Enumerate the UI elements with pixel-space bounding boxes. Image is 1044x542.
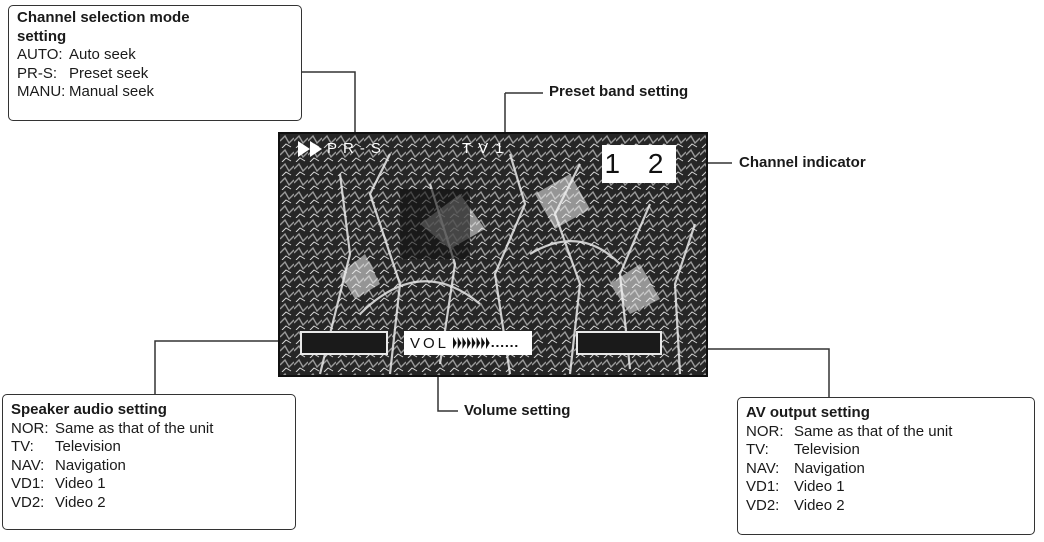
speaker-audio-title: Speaker audio setting <box>11 401 167 418</box>
mode-value: Manual seek <box>69 83 155 100</box>
speaker-audio-callout: Speaker audio setting NOR: Same as that o… <box>2 394 296 530</box>
list-item: PR-S: Preset seek <box>17 65 293 84</box>
volume-step-filled <box>457 337 462 349</box>
osd-mode-indicator: PR-S <box>298 140 387 157</box>
volume-step-filled <box>467 337 471 349</box>
speaker-value: Television <box>55 438 121 455</box>
osd-speaker-box <box>300 331 388 355</box>
osd-band-text: TV1 <box>462 140 511 157</box>
av-value: Navigation <box>794 459 865 477</box>
speaker-value: Navigation <box>55 456 126 474</box>
osd-av-output-box <box>576 331 662 355</box>
osd-volume-box: VOL <box>404 331 532 355</box>
volume-step-filled <box>476 337 481 349</box>
channel-mode-title-line2: setting <box>17 27 67 45</box>
speaker-key: NOR: <box>11 419 49 437</box>
av-output-callout: AV output setting NOR: Same as that of th… <box>737 397 1035 535</box>
av-value: Video 1 <box>794 478 845 495</box>
list-item: TV: Television <box>11 438 287 457</box>
list-item: NOR: Same as that of the unit <box>11 420 287 439</box>
mode-key: MANU: <box>17 83 66 100</box>
list-item: NAV: Navigation <box>746 460 1026 479</box>
speaker-value: Same as that of the unit <box>55 419 214 437</box>
volume-step-filled <box>471 337 476 349</box>
channel-mode-title-line1: Channel selection mode <box>17 9 190 26</box>
list-item: NOR: Same as that of the unit <box>746 423 1026 442</box>
av-value: Same as that of the unit <box>794 422 953 440</box>
speaker-key: NAV: <box>11 456 45 474</box>
volume-setting-label: Volume setting <box>464 402 571 419</box>
volume-step-empty <box>510 345 513 347</box>
volume-step-empty <box>515 345 518 347</box>
av-key: NOR: <box>746 422 784 440</box>
av-key: TV: <box>746 441 769 458</box>
list-item: VD2: Video 2 <box>11 494 287 513</box>
speaker-value: Video 2 <box>55 493 106 511</box>
list-item: AUTO: Auto seek <box>17 46 293 65</box>
av-key: VD2: <box>746 496 780 514</box>
av-key: VD1: <box>746 478 780 495</box>
osd-mode-text: PR-S <box>327 140 387 157</box>
osd-volume-text: VOL <box>410 334 450 352</box>
av-key: NAV: <box>746 459 780 477</box>
list-item: TV: Television <box>746 441 1026 460</box>
channel-mode-callout: Channel selection mode setting AUTO: Auto… <box>8 5 302 121</box>
volume-step-empty <box>491 345 494 347</box>
volume-step-filled <box>453 337 457 349</box>
av-value: Television <box>794 441 860 458</box>
list-item: NAV: Navigation <box>11 457 287 476</box>
volume-step-filled <box>481 337 486 349</box>
av-output-title: AV output setting <box>746 404 870 421</box>
list-item: VD1: Video 1 <box>746 478 1026 497</box>
mode-value: Auto seek <box>69 46 136 63</box>
list-item: MANU:Manual seek <box>17 83 293 102</box>
preset-band-label: Preset band setting <box>549 83 689 100</box>
volume-level-bar <box>453 337 518 349</box>
tv-screen: PR-S TV1 1 2 VOL <box>278 132 708 377</box>
volume-step-empty <box>501 345 504 347</box>
speaker-key: TV: <box>11 438 34 455</box>
speaker-key: VD2: <box>11 493 45 511</box>
mode-value: Preset seek <box>69 64 149 82</box>
list-item: VD1: Video 1 <box>11 475 287 494</box>
speaker-value: Video 1 <box>55 475 106 492</box>
osd-channel-number: 1 2 <box>602 145 676 183</box>
volume-step-empty <box>496 345 499 347</box>
mode-key: AUTO: <box>17 46 63 63</box>
volume-step-empty <box>505 345 508 347</box>
speaker-key: VD1: <box>11 475 45 492</box>
seek-arrows-icon <box>298 140 322 157</box>
av-output-leader <box>690 348 830 399</box>
channel-indicator-label: Channel indicator <box>739 154 866 171</box>
av-value: Video 2 <box>794 496 845 514</box>
volume-step-filled <box>462 337 467 349</box>
volume-step-filled <box>486 337 490 349</box>
mode-key: PR-S: <box>17 64 58 82</box>
list-item: VD2: Video 2 <box>746 497 1026 516</box>
